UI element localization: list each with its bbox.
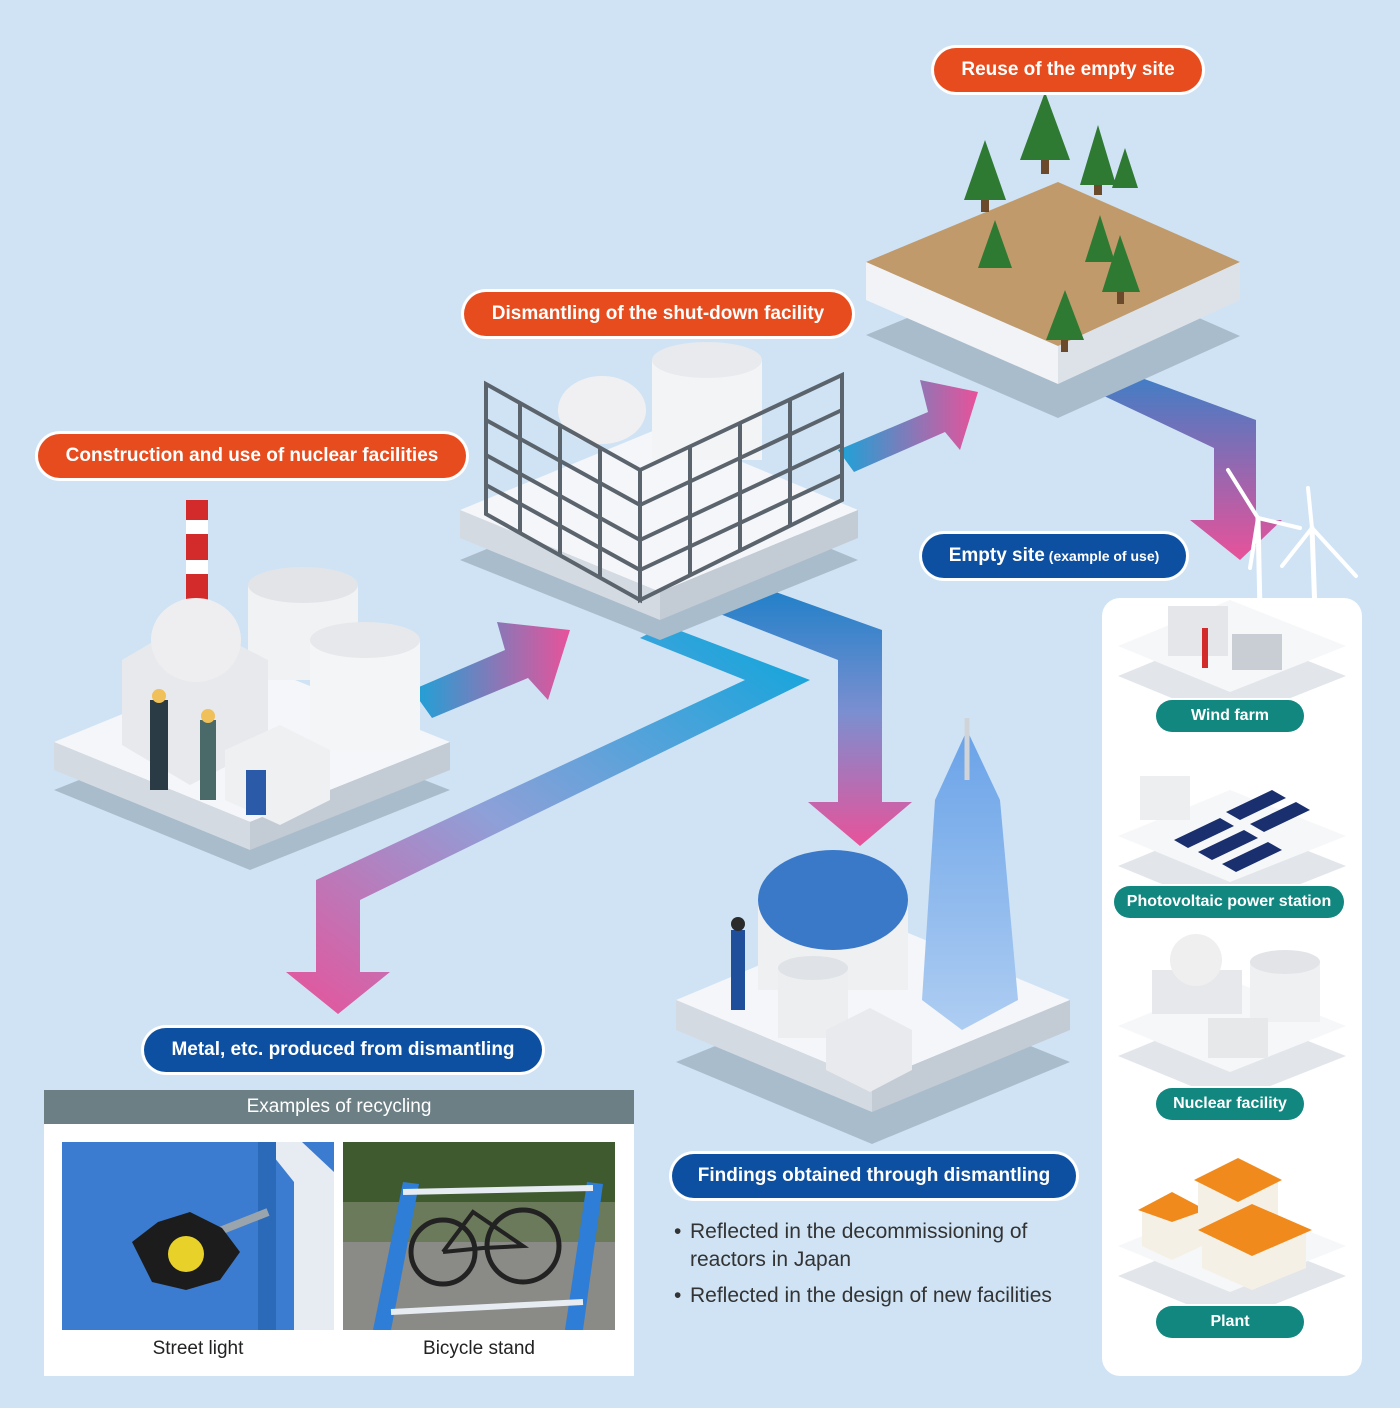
plant-icon — [1118, 1158, 1346, 1322]
findings-item: Reflected in the decommissioning of reac… — [672, 1218, 1102, 1274]
street-light-photo — [62, 1142, 334, 1330]
site-use-photovoltaic: Photovoltaic power station — [1114, 886, 1344, 918]
bicycle-stand-caption: Bicycle stand — [423, 1338, 535, 1359]
street-light-caption: Street light — [152, 1338, 244, 1359]
construction-label: Construction and use of nuclear faciliti… — [38, 434, 466, 478]
findings-platform — [676, 718, 1070, 1144]
arrow-construction-to-dismantling — [412, 622, 570, 718]
empty-site-label-main: Empty site — [948, 545, 1045, 566]
recycling-examples: Examples of recycling Street light Bicyc… — [44, 1090, 634, 1376]
nuclear-facility-icon — [1118, 934, 1346, 1102]
empty-site-platform — [866, 92, 1240, 418]
wind-farm-icon — [1118, 600, 1346, 722]
empty-site-label: Empty site(example of use) — [922, 534, 1186, 578]
findings-label: Findings obtained through dismantling — [672, 1154, 1076, 1198]
recycling-header: Examples of recycling — [44, 1090, 634, 1124]
empty-site-label-small: (example of use) — [1048, 548, 1160, 564]
site-use-illustrations — [1118, 600, 1346, 1322]
reuse-label: Reuse of the empty site — [934, 48, 1202, 92]
findings-item: Reflected in the design of new facilitie… — [672, 1282, 1102, 1310]
findings-list: Reflected in the decommissioning of reac… — [672, 1218, 1102, 1318]
dismantling-platform — [460, 342, 858, 640]
site-use-panel: Wind farm Photovoltaic power station Nuc… — [1102, 598, 1362, 1376]
site-use-plant: Plant — [1156, 1306, 1304, 1338]
site-use-wind-farm: Wind farm — [1156, 700, 1304, 732]
construction-platform — [54, 500, 450, 870]
arrow-dismantling-to-metal — [286, 625, 810, 1014]
arrow-dismantling-to-reuse — [838, 380, 978, 472]
arrow-reuse-to-empty-site — [1104, 370, 1282, 560]
metal-label: Metal, etc. produced from dismantling — [144, 1028, 542, 1072]
bicycle-stand-photo — [343, 1142, 615, 1330]
arrow-dismantling-to-findings — [720, 580, 912, 846]
dismantling-label: Dismantling of the shut-down facility — [464, 292, 852, 336]
site-use-nuclear-facility: Nuclear facility — [1156, 1088, 1304, 1120]
